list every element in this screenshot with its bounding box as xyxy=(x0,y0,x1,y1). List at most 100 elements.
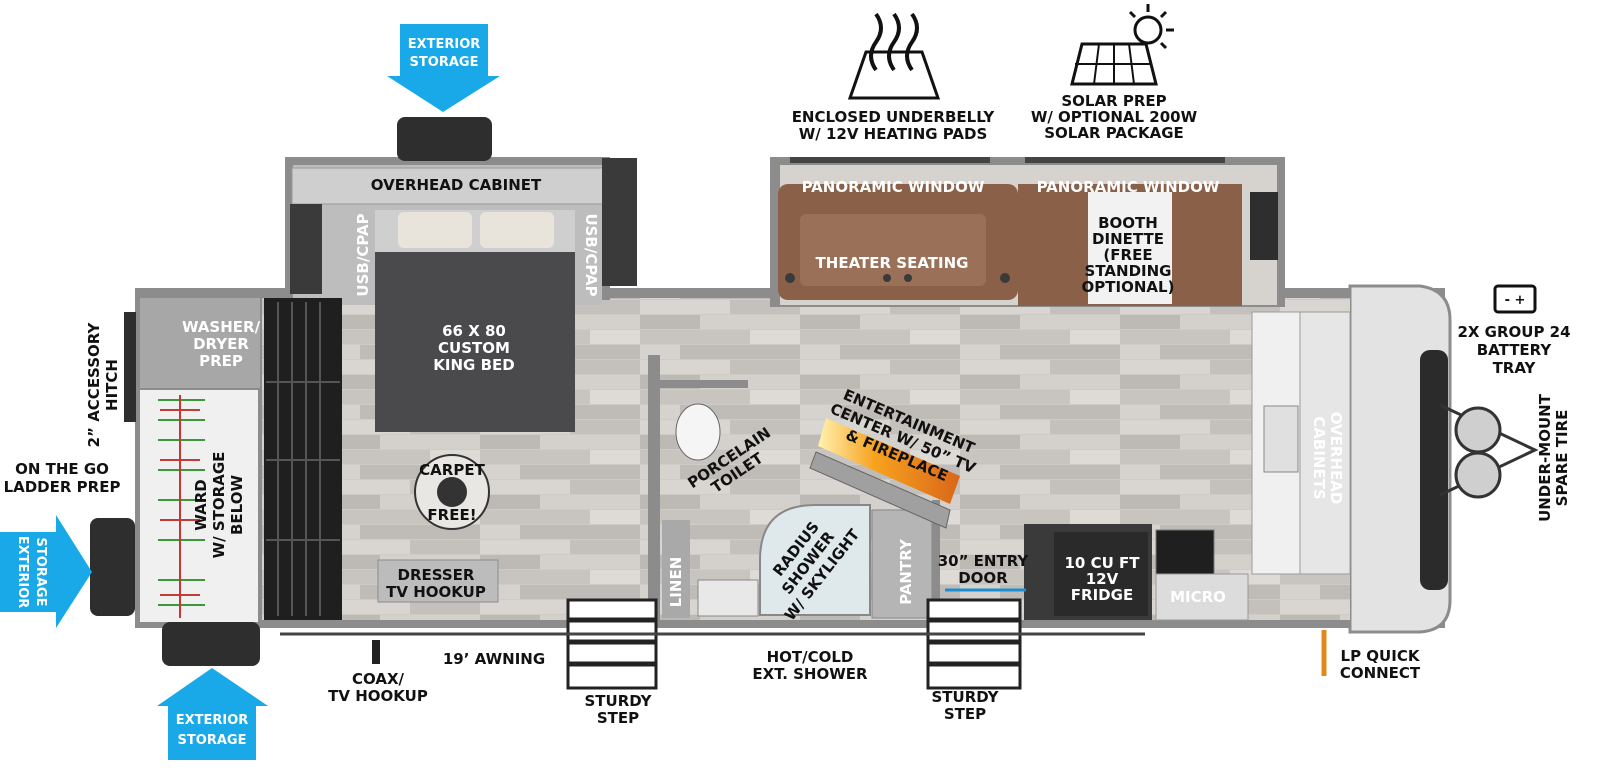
coax-line1: COAX/ xyxy=(352,670,405,688)
overhead-cabinets-line1: OVERHEAD xyxy=(1327,412,1345,505)
linen-label: LINEN xyxy=(667,557,685,608)
wardrobe-line1: WARD xyxy=(192,479,210,530)
overhead-cabinet-label: OVERHEAD CABINET xyxy=(371,176,542,194)
cooktop xyxy=(1155,529,1215,575)
storage-box-bottom xyxy=(162,622,260,666)
ladder-line1: ON THE GO xyxy=(15,460,109,478)
bed-line1: 66 X 80 xyxy=(442,322,506,340)
coax-connector xyxy=(372,640,380,664)
underbelly-line1: ENCLOSED UNDERBELLY xyxy=(792,108,996,126)
entry-door-line1: 30” ENTRY xyxy=(938,552,1030,570)
storage-top-line1: EXTERIOR xyxy=(408,37,481,52)
lp-line1: LP QUICK xyxy=(1341,647,1421,665)
sturdy-step-2-line2: STEP xyxy=(944,705,986,723)
storage-left-line2: STORAGE xyxy=(33,538,48,607)
exterior-storage-callout-bottom: EXTERIOR STORAGE xyxy=(157,668,268,760)
nightstand-right xyxy=(602,158,637,286)
battery-icon: - + xyxy=(1493,284,1537,314)
fridge-door xyxy=(1054,532,1148,616)
battery-symbol: - + xyxy=(1505,293,1526,308)
ext-shower-line2: EXT. SHOWER xyxy=(752,665,868,683)
rear-area xyxy=(90,298,342,666)
theater-seats-cushion xyxy=(800,214,986,286)
pantry-wall xyxy=(932,500,940,618)
bath-wall-left xyxy=(648,355,660,620)
coax-line2: TV HOOKUP xyxy=(328,687,428,705)
wardrobe xyxy=(140,390,258,622)
storage-bottom-line1: EXTERIOR xyxy=(176,713,249,728)
theater-seating-label: THEATER SEATING xyxy=(816,254,969,272)
micro-label: MICRO xyxy=(1170,588,1226,606)
bathroom xyxy=(648,355,940,620)
linen-closet xyxy=(662,520,690,618)
carpet-free-badge xyxy=(414,454,490,530)
solar-panel-icon xyxy=(1070,4,1174,86)
washer-line1: WASHER/ xyxy=(182,318,261,336)
panoramic-window-2-label: PANORAMIC WINDOW xyxy=(1037,178,1220,196)
dresser-line1: DRESSER xyxy=(398,566,475,584)
sink xyxy=(697,579,759,617)
spare-tire-line2: SPARE TIRE xyxy=(1553,410,1571,507)
wardrobe-line2: W/ STORAGE xyxy=(210,452,228,559)
underbelly-line2: W/ 12V HEATING PADS xyxy=(799,125,988,143)
wardrobe-hangers xyxy=(158,399,205,606)
bed-line3: KING BED xyxy=(433,356,514,374)
battery-line2: BATTERY xyxy=(1477,341,1553,359)
cupholder xyxy=(904,274,912,282)
panoramic-window-1-label: PANORAMIC WINDOW xyxy=(802,178,985,196)
washer-dryer-area xyxy=(140,298,260,388)
entertainment-center xyxy=(809,418,960,529)
overhead-cabinets-block xyxy=(1299,311,1351,575)
dresser xyxy=(377,559,499,603)
kitchen-sink xyxy=(1263,405,1299,473)
cupholder xyxy=(883,274,891,282)
step-left xyxy=(566,598,658,690)
solar-line1: SOLAR PREP xyxy=(1061,92,1166,110)
storage-box-top xyxy=(397,117,492,161)
spare-tire-line1: UNDER-MOUNT xyxy=(1536,393,1554,522)
overhead-cabinet xyxy=(291,167,613,205)
microwave xyxy=(1155,573,1249,621)
booth-line5: OPTIONAL) xyxy=(1082,278,1175,296)
washer-line2: DRYER xyxy=(193,335,249,353)
nightstand-left xyxy=(290,204,322,294)
sturdy-step-1-line2: STEP xyxy=(597,709,639,727)
exterior-storage-callout-top: EXTERIOR STORAGE xyxy=(387,24,500,112)
spare-tire-icon xyxy=(1439,403,1539,499)
bath-wall-top xyxy=(658,380,748,388)
carpet-line2: FREE! xyxy=(427,506,476,524)
dresser-line2: TV HOOKUP xyxy=(386,583,486,601)
booth-line1: BOOTH xyxy=(1098,214,1158,232)
panoramic-window-1 xyxy=(790,157,990,163)
heat-icon xyxy=(847,12,941,100)
awning-label: 19’ AWNING xyxy=(443,650,545,668)
washer-line3: PREP xyxy=(199,352,243,370)
entry-door-line2: DOOR xyxy=(958,569,1008,587)
carpet-line1: CARPET xyxy=(419,461,485,479)
fridge-line1: 10 CU FT xyxy=(1065,554,1141,572)
overhead-cabinets-line2: CABINETS xyxy=(1310,416,1328,499)
shelving-lines xyxy=(266,302,340,616)
hitch-line1: 2” ACCESSORY xyxy=(85,322,103,448)
panoramic-window-2 xyxy=(1025,157,1225,163)
pillow-left xyxy=(398,212,472,248)
toilet xyxy=(675,403,721,461)
bedroom-slide xyxy=(285,117,637,432)
wardrobe-line3: BELOW xyxy=(228,475,246,535)
cupholder xyxy=(1000,273,1010,283)
lp-line2: CONNECT xyxy=(1340,664,1421,682)
fridge-line2: 12V xyxy=(1086,570,1119,588)
usb-cpap-right: USB/CPAP xyxy=(582,213,600,296)
dinette-table xyxy=(1088,192,1172,304)
cupholder xyxy=(785,273,795,283)
radius-shower xyxy=(759,504,871,616)
sturdy-step-1-line1: STURDY xyxy=(585,692,653,710)
ext-shower-line1: HOT/COLD xyxy=(767,648,854,666)
kitchen xyxy=(1024,311,1351,621)
pantry xyxy=(871,509,933,619)
sturdy-step-2-line1: STURDY xyxy=(932,688,1000,706)
battery-line3: TRAY xyxy=(1493,359,1537,377)
pantry-label: PANTRY xyxy=(897,538,915,605)
accessory-hitch xyxy=(124,312,136,422)
front-window xyxy=(1420,350,1448,590)
